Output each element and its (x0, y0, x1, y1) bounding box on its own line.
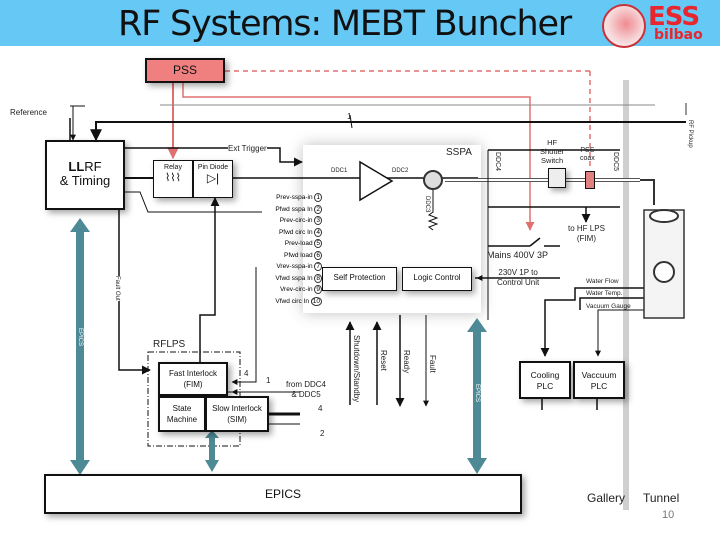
fault-label: Fault (428, 355, 437, 373)
relay-label: Relay (164, 164, 182, 171)
epics-arrow-right (467, 318, 487, 474)
ess-logo: ESS (648, 2, 700, 32)
signal-item: Vrev-circ-in 9 (279, 285, 322, 294)
signal-item: Vrev-sspa-in 7 (276, 262, 322, 271)
llrf-rest: RF (84, 159, 102, 174)
diode-icon: ▷| (206, 171, 220, 185)
fault-out-label: Fault Out (114, 276, 120, 301)
from-ddc-label: from DDC4& DDC5 (286, 380, 327, 399)
epics-left-label: EPICS (77, 328, 83, 347)
ddc5-label: DDC5 (612, 152, 619, 172)
pin-diode-label: Pin Diode (197, 164, 229, 171)
signal-item: Vfwd sspa In 8 (275, 273, 322, 283)
signal-item: Prev-sspa-in 1 (276, 193, 322, 202)
amplifier-icon (359, 160, 394, 202)
signal-item: Pfwd sspa In 2 (275, 204, 322, 214)
pss-box: PSS (145, 58, 225, 83)
sim-in-count: 2 (320, 429, 325, 438)
ess-logo-sub: bilbao (654, 27, 703, 43)
to-hf-lps-label: to HF LPS(FIM) (568, 224, 605, 243)
pss-mains-line (182, 82, 535, 231)
ddc2-label: DDC2 (392, 168, 409, 174)
water-temp-label: Water Temp. (586, 290, 623, 297)
gallery-label: Gallery (587, 491, 626, 505)
llrf-bold: LL (68, 159, 85, 174)
signal-item: Prev-load 5 (284, 239, 322, 248)
title-bar (0, 0, 720, 46)
ddc1-label: DDC1 (331, 168, 348, 174)
slide-title: RF Systems: MEBT Buncher (118, 4, 572, 44)
europe-globe-logo-icon (602, 4, 646, 48)
fim-in-count: 4 (244, 369, 249, 378)
circulator-icon (423, 170, 443, 190)
llrf-line2: & Timing (59, 173, 111, 188)
reset-label: Reset (379, 350, 388, 371)
self-protection-box: Self Protection (322, 267, 397, 291)
signal-list: Prev-sspa-in 1 Pfwd sspa In 2 Prev-circ-… (250, 193, 322, 309)
fim-box: Fast Interlock(FIM) (158, 362, 228, 396)
rflps-boundary (147, 351, 241, 447)
pin-diode-box: Pin Diode ▷| (193, 160, 233, 198)
gallery-tunnel-divider (623, 80, 629, 510)
bus-count-top: 1 (347, 112, 352, 121)
tunnel-label: Tunnel (643, 491, 680, 505)
signal-item: Pfwd load 6 (284, 250, 322, 260)
reference-label: Reference (10, 108, 47, 117)
sim-out-count: 4 (318, 404, 323, 413)
epics-arrow-left (70, 218, 90, 475)
ext-trigger-label: Ext Trigger (228, 144, 267, 154)
rflps-label: RFLPS (153, 339, 186, 350)
ready-label: Ready (402, 350, 411, 374)
sim-box: Slow Interlock(SIM) (205, 396, 269, 432)
epics-bottom-box: EPICS (44, 474, 522, 514)
logic-control-box: Logic Control (402, 267, 472, 291)
llrf-timing-box: LLRF & Timing (45, 140, 125, 210)
hf-shutter-switch (548, 168, 566, 188)
rf-pickup-label: RF Pickup (687, 120, 693, 148)
mains-label: Mains 400V 3P (487, 250, 549, 260)
sspa-label: SSPA (446, 147, 472, 158)
relay-icon: ⌇⌇⌇ (164, 172, 182, 184)
signal-item: Vfwd circ In 10 (275, 296, 322, 306)
ddc3-label: DDC3 (424, 196, 430, 213)
water-flow-label: Water Flow (586, 278, 619, 285)
vacuum-gauge-label: Vacuum Gauge (586, 303, 631, 310)
ddc-in-count: 1 (266, 376, 271, 385)
epics-right-label: EPICS (474, 384, 480, 403)
page-number: 10 (662, 509, 675, 521)
epics-arrow-middle (205, 430, 219, 472)
shutdown-standby-label: Shutdown/Standby (352, 335, 361, 403)
pss-coax-block (585, 171, 595, 189)
ddc4-label: DDC4 (494, 152, 501, 172)
signal-item: Prev-circ-in 3 (279, 216, 322, 225)
signal-item: Pfwd circ In 4 (278, 227, 322, 237)
load-resistor-icon (427, 190, 439, 231)
relay-box: Relay ⌇⌇⌇ (153, 160, 193, 198)
